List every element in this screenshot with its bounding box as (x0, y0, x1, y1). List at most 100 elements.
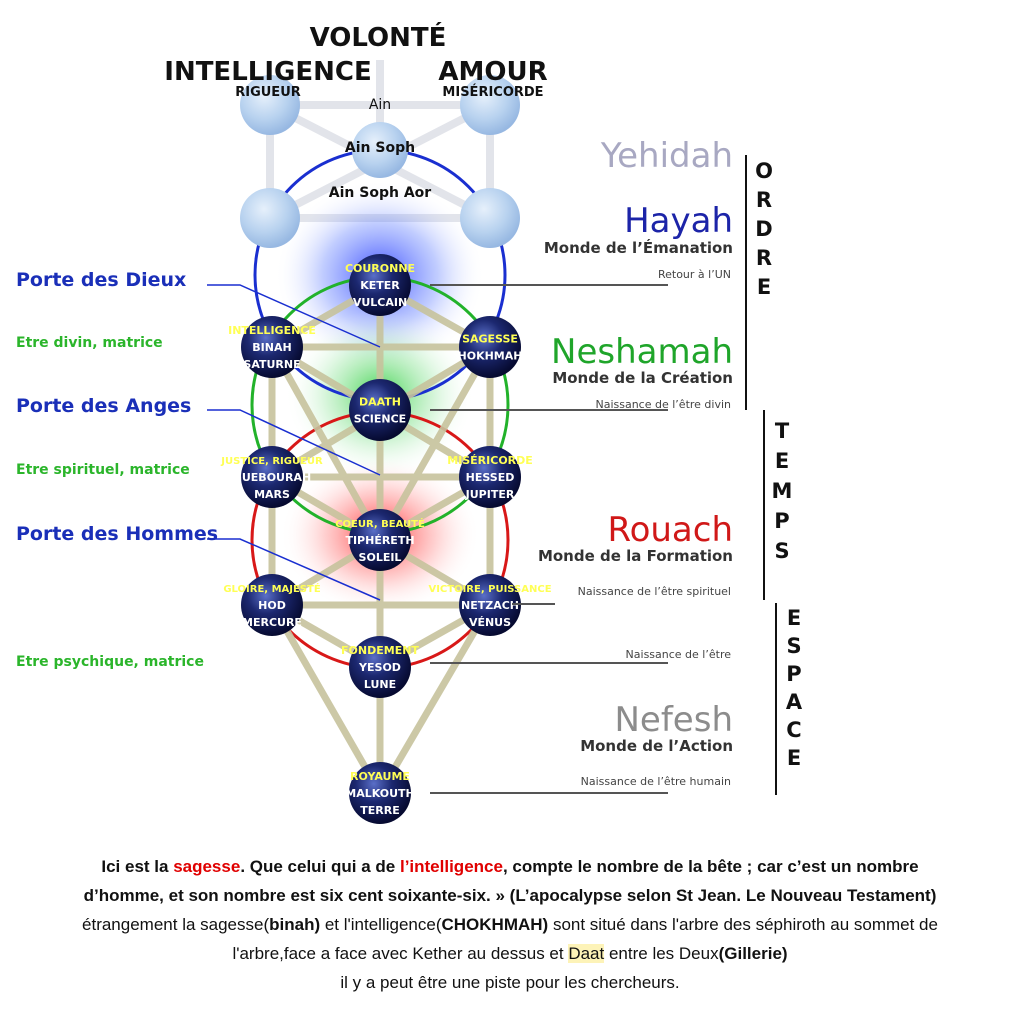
sephira-line: KETER (360, 279, 400, 292)
caption-bold-chokhmah: CHOKHMAH) (441, 915, 549, 934)
sephira-sphere (349, 379, 411, 441)
temps-letter: E (775, 449, 789, 473)
sephira-sphere (349, 762, 411, 824)
upper-spheres (240, 75, 520, 248)
sephira-line: YESOD (358, 661, 401, 674)
rouach-sub-label: Monde de la Formation (538, 547, 733, 565)
sephira-line: SATURNE (243, 358, 300, 371)
caption-bold-gillerie: (Gillerie) (718, 944, 788, 963)
caption-text: et l'intelligence( (320, 915, 442, 934)
tree-of-life-diagram: VOLONTÉ INTELLIGENCE RIGUEUR AMOUR MISÉR… (16, 21, 803, 824)
caption-bold-binah: binah) (269, 915, 321, 934)
neshamah-label: Neshamah (551, 332, 733, 372)
sephira-sphere (459, 574, 521, 636)
sephira-line: MARS (254, 488, 290, 501)
sephira-sphere (241, 446, 303, 508)
retour-label: Retour à l’UN (658, 268, 731, 281)
sephira-sphere (241, 574, 303, 636)
caption-line-4: l'arbre,face a face avec Kether au dessu… (0, 939, 1020, 968)
neshamah-sub-label: Monde de la Création (552, 369, 733, 387)
espace-letter: E (787, 746, 801, 770)
naissance-humain-label: Naissance de l’être humain (581, 775, 731, 788)
espace-letter: A (786, 690, 803, 714)
temps-letter: S (774, 539, 789, 563)
sephira-line: INTELLIGENCE (228, 324, 316, 337)
sephira-line: MERCURE (242, 616, 302, 629)
porte-hommes-pointer (207, 538, 381, 601)
caption-highlight-intelligence: l’intelligence (399, 857, 503, 876)
sephira-line: COURONNE (345, 262, 415, 275)
top-labels: VOLONTÉ INTELLIGENCE RIGUEUR AMOUR MISÉR… (164, 21, 547, 201)
pale-sphere-right (460, 188, 520, 248)
sephira-sphere (349, 509, 411, 571)
espace-letter: P (786, 662, 801, 686)
ordre-letter: R (756, 246, 772, 270)
sephira-line: HOD (258, 599, 286, 612)
caption: Ici est la sagesse. Que celui qui a de l… (0, 852, 1020, 997)
espace-letter: S (786, 634, 801, 658)
pale-sphere-top-left (240, 75, 300, 135)
hayah-sub-label: Monde de l’Émanation (544, 238, 733, 257)
sephira-line: MISÉRICORDE (447, 454, 533, 467)
vertical-brackets (745, 155, 777, 795)
caption-text: entre les Deux (604, 944, 719, 963)
caption-text: . Que celui qui a de (240, 857, 400, 876)
temps-letter: T (775, 419, 790, 443)
porte-dieux-label: Porte des Dieux (16, 269, 186, 291)
misericorde-label: MISÉRICORDE (442, 84, 543, 100)
sephira-line: HESSED (466, 471, 515, 484)
sephira-line: VICTOIRE, PUISSANCE (428, 584, 551, 595)
espace-letter: E (787, 606, 801, 630)
porte-dieux-pointer (207, 284, 381, 348)
ain-soph-aor-label: Ain Soph Aor (329, 185, 431, 201)
caption-text: étrangement la sagesse( (82, 915, 270, 934)
caption-text: il y a peut être une piste pour les cher… (340, 973, 680, 992)
caption-highlight-sagesse: sagesse (173, 857, 241, 876)
pointer-labels: Retour à l’UN Naissance de l’être divin … (578, 268, 732, 788)
caption-text: Ici est la (101, 857, 174, 876)
espace-letter: C (786, 718, 801, 742)
caption-line-2: d’homme, et son nombre est six cent soix… (0, 881, 1020, 910)
pale-sphere-top-right (460, 75, 520, 135)
pale-sphere-ain-soph (352, 122, 408, 178)
yehidah-label: Yehidah (600, 136, 733, 176)
ain-label: Ain (369, 97, 391, 113)
caption-line-3: étrangement la sagesse(binah) et l'intel… (0, 910, 1020, 939)
porte-anges-pointer (207, 409, 381, 476)
naissance-spirituel-label: Naissance de l’être spirituel (578, 585, 731, 598)
sephira-keter: COURONNE KETER VULCAIN (345, 254, 415, 316)
caption-text: l'arbre,face a face avec Kether au dessu… (232, 944, 569, 963)
volonte-label: VOLONTÉ (310, 21, 447, 53)
caption-highlight-daat: Daat (568, 944, 605, 963)
sephira-line: LUNE (364, 678, 396, 691)
sephira-line: SAGESSE (462, 333, 518, 346)
rigueur-label: RIGUEUR (235, 85, 301, 100)
sephira-yesod: FONDEMENT YESOD LUNE (341, 636, 419, 698)
sephira-line: FONDEMENT (341, 644, 419, 657)
sephira-sphere (241, 316, 303, 378)
sephira-line: TIPHÉRETH (345, 534, 414, 547)
world-names: Yehidah Hayah Monde de l’Émanation Nesha… (538, 136, 733, 755)
ordre-letter: D (755, 217, 772, 241)
ain-soph-label: Ain Soph (345, 140, 415, 156)
amour-label: AMOUR (438, 57, 547, 87)
sephira-line: GUEBOURAH (233, 471, 311, 484)
sephira-sphere (459, 316, 521, 378)
rouach-label: Rouach (607, 510, 733, 550)
sephira-line: ROYAUME (350, 770, 410, 783)
sephira-line: NETZACH (461, 599, 519, 612)
sephira-line: SOLEIL (359, 551, 402, 564)
left-annotations: Porte des Dieux Etre divin, matrice Port… (16, 269, 381, 670)
etre-spirituel-label: Etre spirituel, matrice (16, 462, 190, 478)
sephira-line: VULCAIN (353, 296, 407, 309)
sephira-sphere (349, 254, 411, 316)
sephira-line: TERRE (360, 804, 399, 817)
